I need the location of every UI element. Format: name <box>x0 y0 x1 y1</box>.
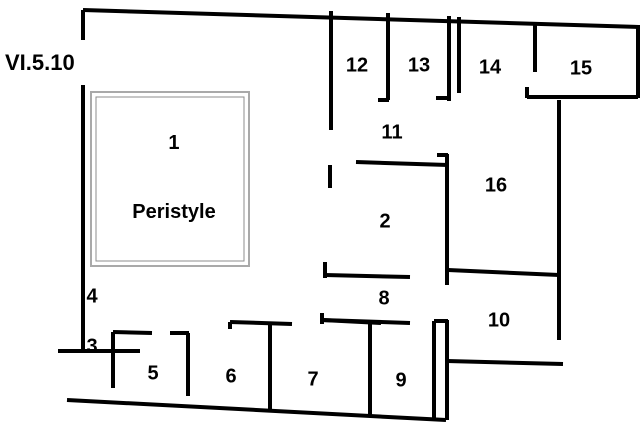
peristyle-name: Peristyle <box>132 201 216 223</box>
exterior-top-wall <box>82 8 640 29</box>
room-3-north-wall <box>112 330 153 335</box>
room-5-label: 5 <box>147 362 159 385</box>
walls-group <box>58 8 640 422</box>
room-8-north-wall <box>324 273 411 279</box>
room-7-label: 7 <box>307 368 319 391</box>
room-16-south-wall <box>447 268 560 277</box>
room-10-label: 10 <box>487 309 511 332</box>
peristyle-number: 1 <box>168 132 180 154</box>
peristyle-inner-border <box>95 96 245 262</box>
exterior-bottom-wall <box>66 398 447 422</box>
room-6-label: 6 <box>225 365 237 388</box>
room-12-label: 12 <box>345 54 369 77</box>
room-2-label: 2 <box>379 210 391 233</box>
room-8-label: 8 <box>378 287 390 310</box>
room-16-label: 16 <box>484 174 508 197</box>
room-7-north-wall <box>321 318 382 325</box>
room-9-label: 9 <box>395 369 407 392</box>
plan-title: VI.5.10 <box>5 50 75 75</box>
room-13-label: 13 <box>407 54 431 77</box>
peristyle-court-outline <box>90 91 250 267</box>
room-2-north-wall <box>355 160 449 167</box>
peristyle-label: 1 Peristyle <box>132 86 215 270</box>
room-4-label: 4 <box>86 285 98 308</box>
room-10-south-wall <box>446 359 564 366</box>
room-11-label: 11 <box>381 121 403 144</box>
room-14-label: 14 <box>478 56 502 79</box>
room-15-label: 15 <box>569 57 593 80</box>
peristyle-outer-border <box>90 91 250 267</box>
room-6-north-wall <box>229 320 293 326</box>
room-3-label: 3 <box>86 335 98 358</box>
